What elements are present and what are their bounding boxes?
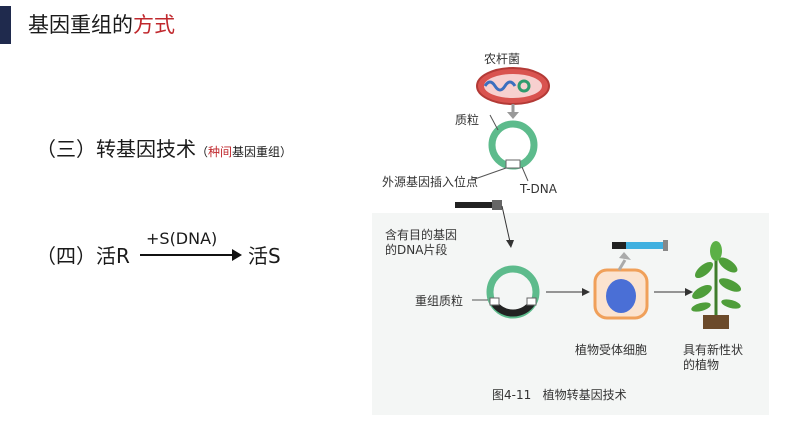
transgenic-diagram: [455, 67, 742, 329]
fragment-arrow-line: [501, 205, 511, 243]
gene-fragment-icon: [612, 240, 668, 251]
right-arrow-icon-2: [654, 288, 693, 296]
label-target-gene-1: 含有目的基因: [385, 228, 458, 242]
up-arrow-icon: [617, 252, 631, 271]
note-rest: 基因重组）: [232, 145, 293, 159]
title-main: 基因重组的: [28, 13, 133, 37]
dna-fragment-icon: [455, 200, 502, 210]
item-transformation-prefix: （四）活R: [36, 244, 130, 268]
figure-caption: 图4-11 植物转基因技术: [492, 388, 627, 402]
plant-icon: [691, 241, 742, 329]
figure-background: [372, 213, 769, 415]
item-transgenic-label: （三）转基因技术: [36, 137, 196, 161]
right-arrow-icon: [546, 288, 590, 296]
title-accent-bar: [0, 6, 11, 44]
arrow-label: +S(DNA): [146, 229, 218, 248]
tdna-pointer: [521, 166, 529, 182]
label-plasmid: 质粒: [455, 113, 480, 127]
label-insertion-site: 外源基因插入位点: [382, 175, 479, 189]
label-recombinant-plasmid: 重组质粒: [415, 294, 464, 308]
title-highlight: 方式: [133, 13, 175, 37]
note-red: 种间: [208, 145, 233, 159]
fragment-arrow-head-icon: [506, 240, 514, 248]
label-new-plant-1: 具有新性状: [683, 343, 744, 357]
bacterium-icon: [476, 67, 550, 105]
label-target-gene-2: 的DNA片段: [385, 243, 448, 257]
recombinant-plasmid-icon: [486, 265, 540, 319]
label-tdna: T-DNA: [520, 182, 557, 196]
insertion-pointer: [471, 167, 507, 181]
label-recipient-cell: 植物受体细胞: [575, 343, 648, 357]
label-bacterium: 农杆菌: [484, 52, 521, 66]
plasmid-icon: [488, 120, 538, 170]
reaction-arrow-icon: [140, 249, 242, 261]
cell-icon: [593, 268, 649, 320]
item-transformation-suffix: 活S: [248, 244, 281, 268]
note-open: （: [196, 145, 209, 159]
plasmid-pointer: [489, 114, 499, 131]
label-new-plant-2: 的植物: [683, 358, 720, 372]
item-transgenic-note: （种间基因重组）: [196, 145, 292, 159]
item-transgenic: （三）转基因技术（种间基因重组）: [36, 134, 292, 167]
slide-title: 基因重组的方式: [28, 10, 175, 40]
down-arrow-icon: [507, 104, 519, 119]
